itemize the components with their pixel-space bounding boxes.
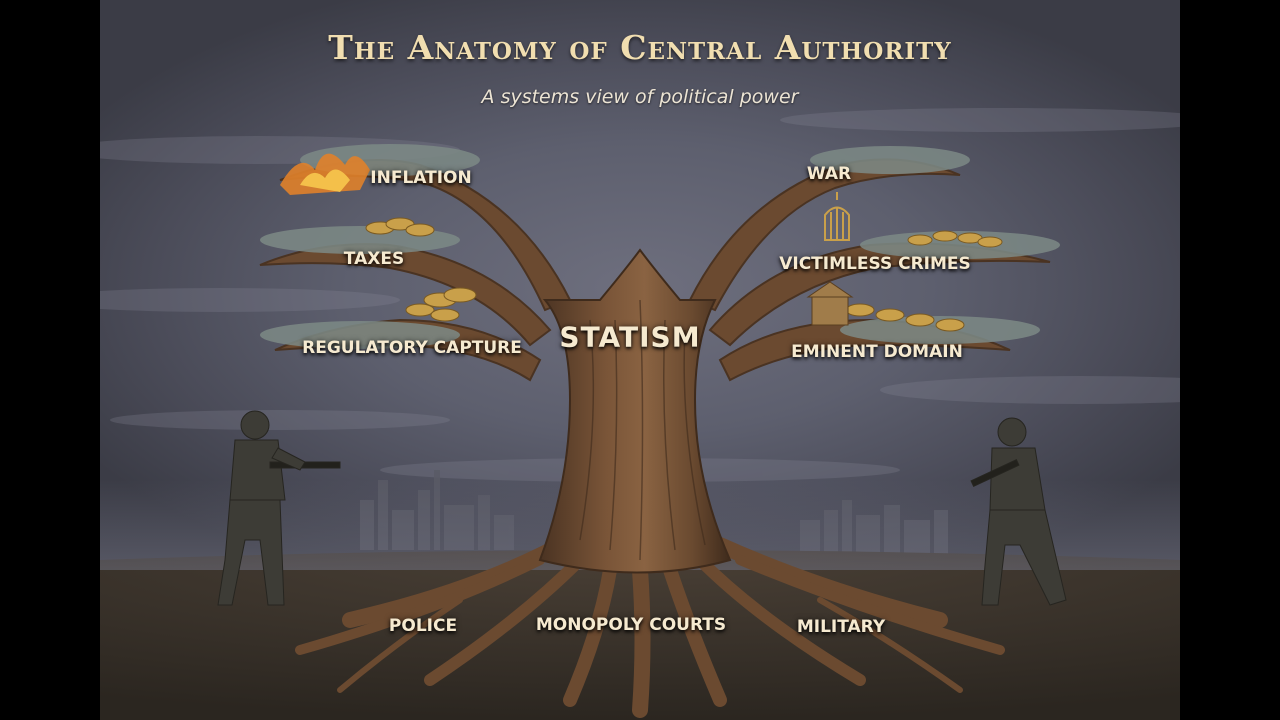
root-label-monopoly-courts: MONOPOLY COURTS <box>535 615 727 635</box>
branch-label-regulatory-capture: REGULATORY CAPTURE <box>302 338 522 358</box>
branch-label-victimless-crimes: VICTIMLESS CRIMES <box>779 254 971 274</box>
tree-illustration <box>100 108 1180 720</box>
soldier-right-figure <box>970 417 1067 606</box>
branch-label-eminent-domain: EMINENT DOMAIN <box>791 342 963 362</box>
diagram-title: The Anatomy of Central Authority <box>328 28 952 67</box>
cabin-icon <box>806 281 854 326</box>
root-label-police: POLICE <box>388 616 458 636</box>
fire-icon <box>280 153 370 195</box>
soldier-left-figure <box>217 410 341 606</box>
birdcage-icon <box>824 192 850 241</box>
branch-label-taxes: TAXES <box>343 249 405 269</box>
trunk-label-statism: STATISM <box>559 320 701 354</box>
tree-roots <box>295 532 1005 718</box>
bark-texture <box>579 299 706 561</box>
root-label-military: MILITARY <box>796 617 886 637</box>
diagram-subtitle: A systems view of political power <box>481 86 799 108</box>
branch-label-inflation: INFLATION <box>370 168 472 188</box>
illustration-canvas: The Anatomy of Central Authority A syste… <box>100 0 1180 720</box>
coin-stacks <box>365 217 1003 332</box>
branch-label-war: WAR <box>806 164 852 184</box>
